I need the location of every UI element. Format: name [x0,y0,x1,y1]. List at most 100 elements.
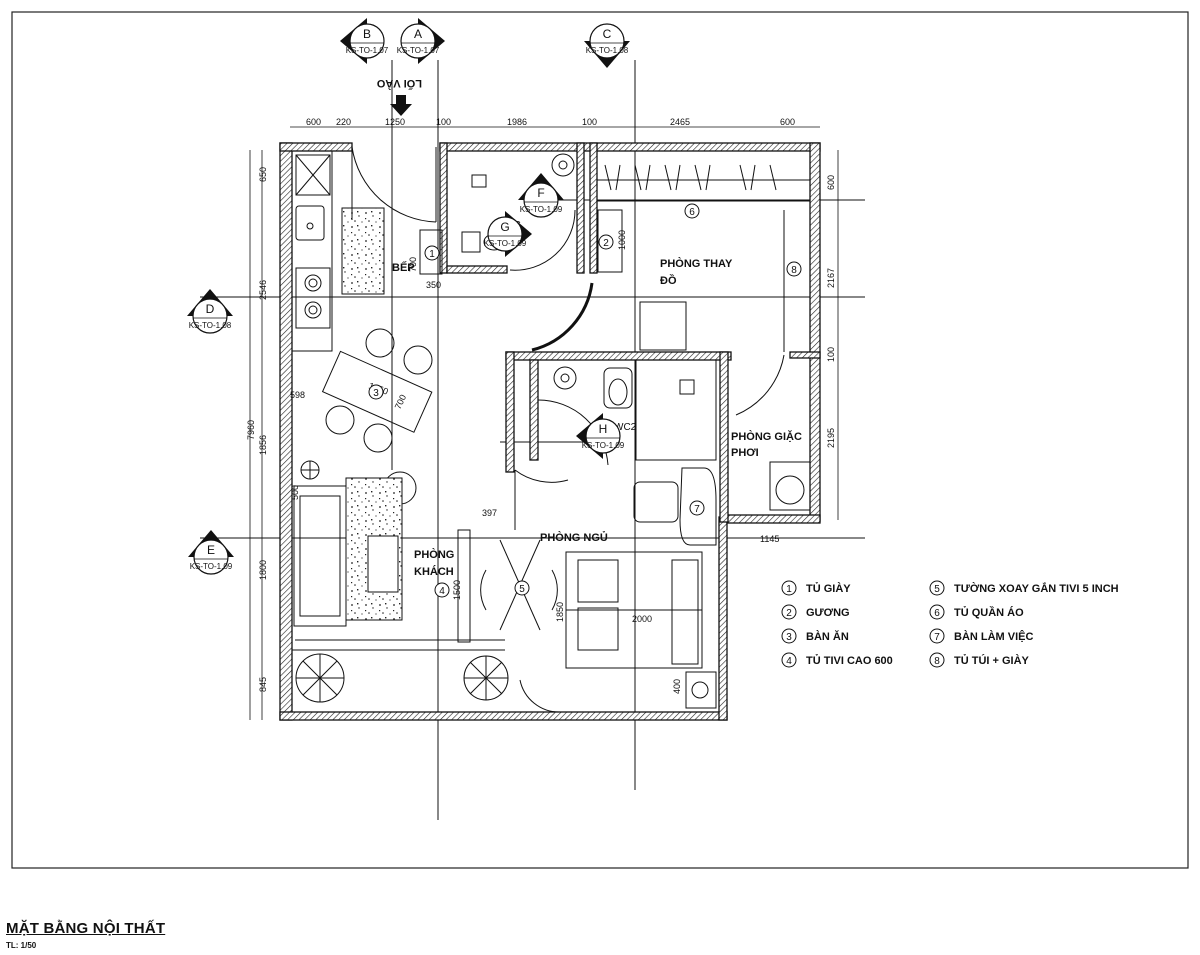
legend-label: TƯỜNG XOAY GẮN TIVI 5 INCH [954,582,1119,595]
room-label-kitchen: BẾP [392,261,415,274]
entrance-label: LỐI VÀO [376,77,422,91]
legend-number: 4 [786,656,792,667]
fridge [295,154,331,196]
legend-number: 7 [934,632,940,643]
section-marker-letter: A [414,27,422,41]
wall-kitchen-partition [439,142,448,274]
coffee-table [367,535,399,593]
section-markers: BKS-TO-1.07AKS-TO-1.07CKS-TO-1.08DKS-TO-… [187,18,630,575]
legend-number: 8 [934,656,940,667]
section-marker-letter: D [206,302,215,316]
kitchen-fixtures [291,150,443,352]
dim-left-6: 845 [258,677,268,692]
walls [279,142,821,721]
plan-bubble-2: 2 [598,234,614,250]
plan-bubble-5-label: 5 [519,584,525,595]
dim-right-4: 2195 [826,428,836,448]
section-marker-e: EKS-TO-1.09 [188,530,234,575]
plan-bubble-6-label: 6 [689,207,695,218]
living-furniture [293,460,505,643]
dressing-bench [639,301,687,351]
legend-label: TỦ GIÀY [806,582,851,595]
wall-drying-bottom [726,514,821,524]
legend-number-circle [781,604,797,620]
dim-left-5: 1800 [258,560,268,580]
section-marker-h: H KS-TO-1.09 [576,413,625,459]
wall-top-right [439,142,821,152]
wardrobe [531,150,811,416]
dim-top-1: 600 [306,117,321,127]
plan-bubble-3-label: 3 [373,388,379,399]
washer [769,461,811,511]
wall-right-upper [809,142,821,522]
section-marker-ref: KS-TO-1.09 [582,441,625,450]
entry-arrow-icon [390,95,412,116]
legend-label: BÀN LÀM VIỆC [954,630,1034,643]
wall-left [279,142,293,721]
section-marker-g: GKS-TO-1.09 [484,211,532,257]
desk-chair [633,481,679,523]
room-label-drying-1: PHÒNG GIẶC [731,430,802,443]
legend-number: 6 [934,608,940,619]
section-marker-letter: G [500,220,509,234]
dim-left-4: 1856 [258,435,268,455]
dim-top-5: 1986 [507,117,527,127]
shoe-cabinet [419,229,443,275]
plan-bubble-8-label: 8 [791,265,797,276]
cooktop [295,267,331,329]
legend-number-circle [929,628,945,644]
dim-top-2: 220 [336,117,351,127]
room-label-living-2: KHÁCH [414,565,454,578]
dim-left-3: 7960 [246,420,256,440]
dim-int-7: 500 [290,485,300,500]
section-marker-circle [349,23,385,59]
dim-int-3: 1000 [617,230,627,250]
dim-top-6: 100 [582,117,597,127]
section-marker-ref: KS-TO-1.08 [189,321,232,330]
plan-bubble-1-label: 1 [429,249,435,260]
dim-int-10: 1850 [555,602,565,622]
dim-right-1: 600 [826,175,836,190]
section-marker-c: C KS-TO-1.08 [584,23,630,68]
legend-number-circle [929,604,945,620]
section-marker-ref: KS-TO-1.08 [586,46,629,55]
plan-bubble-6: 6 [684,203,700,219]
drawing-scale: TL: 1/50 [6,941,37,950]
section-marker-d: D KS-TO-1.08 [187,289,233,334]
section-marker-letter: E [207,543,215,557]
dim-int-13: 1145 [760,534,779,544]
plan-bubble-7: 7 [689,500,705,516]
room-label-living-1: PHÒNG [414,548,454,561]
room-label-wc2: WC2 [614,422,637,433]
sofa [293,485,347,627]
dim-top-8: 600 [780,117,795,127]
drawing-title: MẶT BẰNG NỘI THẤT [6,920,166,937]
wall-top-left [279,142,353,152]
section-marker-letter: F [537,186,544,200]
plan-bubble-2-label: 2 [603,238,609,249]
section-marker-circle [589,23,625,59]
section-marker-ref: KS-TO-1.09 [520,205,563,214]
room-label-dressing-1: PHÒNG THAY [660,257,733,270]
wall-right-lower [718,516,728,721]
section-marker-a: AKS-TO-1.07 [397,18,445,64]
tv-cabinet [457,529,471,643]
plan-number-bubbles: 1 2 3 4 5 6 7 8 [368,203,802,598]
kitchen-sink [295,205,325,241]
wall-drying-top [789,351,821,359]
section-marker-letter: H [599,422,608,436]
dim-int-9: 1500 [452,580,462,600]
plan-bubble-8: 8 [786,261,802,277]
legend-number: 1 [786,584,792,595]
section-marker-letter: C [603,27,612,41]
entry-door [351,146,437,223]
plan-bubble-4-label: 4 [439,586,445,597]
dim-int-5: 700 [393,393,408,411]
legend-number-circle [781,628,797,644]
legend-number-circle [929,580,945,596]
